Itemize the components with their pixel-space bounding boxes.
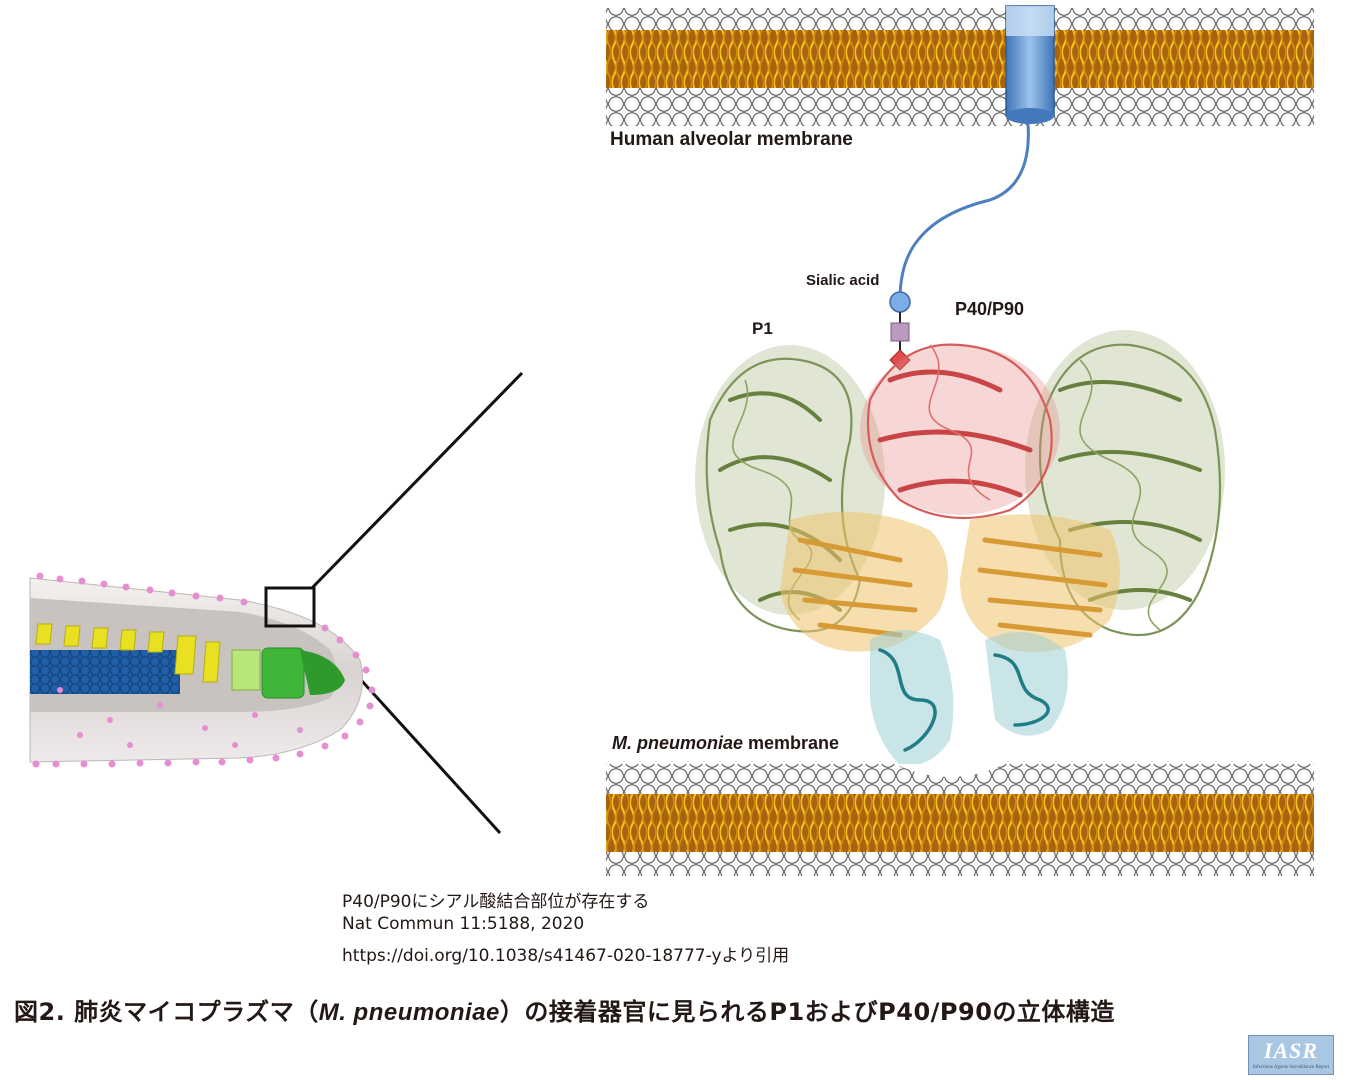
host-receptor: [1005, 5, 1055, 124]
logo-subtext: Infectious Agents Surveillance Report: [1252, 1065, 1330, 1070]
zoom-line-upper: [310, 371, 524, 590]
figure-title: 図2. 肺炎マイコプラズマ（M. pneumoniae）の接着器官に見られるP1…: [14, 992, 1115, 1027]
title-species: M. pneumoniae: [318, 999, 500, 1026]
logo-text: IASR: [1263, 1038, 1319, 1063]
title-suffix: ）の接着器官に見られるP1およびP40/P90の立体構造: [499, 998, 1115, 1026]
receptor-tether: [898, 123, 1030, 301]
iasr-logo: IASR Infectious Agents Surveillance Repo…: [1248, 1035, 1334, 1075]
species-name: M. pneumoniae: [612, 733, 744, 753]
p1-label: P1: [752, 319, 773, 338]
mycoplasma-membrane: [606, 764, 1314, 876]
sialic-acid-glycan: [889, 291, 911, 371]
caption-doi: https://doi.org/10.1038/s41467-020-18777…: [342, 946, 790, 966]
caption-line-1: P40/P90にシアル酸結合部位が存在する: [342, 892, 650, 912]
title-prefix: 図2. 肺炎マイコプラズマ（: [14, 998, 319, 1026]
p40-p90-protein: [860, 343, 1060, 520]
mycoplasma-cell-tip: [29, 572, 376, 768]
anchor-domain: [870, 630, 1068, 766]
mycoplasma-membrane-label: M. pneumoniae membrane: [612, 733, 839, 754]
membrane-word: membrane: [743, 733, 840, 753]
yellow-cytoskeleton: [35, 623, 221, 683]
caption-citation: Nat Commun 11:5188, 2020: [342, 914, 585, 934]
human-alveolar-membrane: [606, 8, 1314, 126]
p40-p90-beta-domain: [780, 512, 1120, 652]
human-membrane-label: Human alveolar membrane: [610, 129, 853, 150]
zoom-box: [264, 586, 316, 628]
p40-p90-label: P40/P90: [955, 299, 1025, 319]
sialic-acid-label: Sialic acid: [806, 272, 880, 289]
